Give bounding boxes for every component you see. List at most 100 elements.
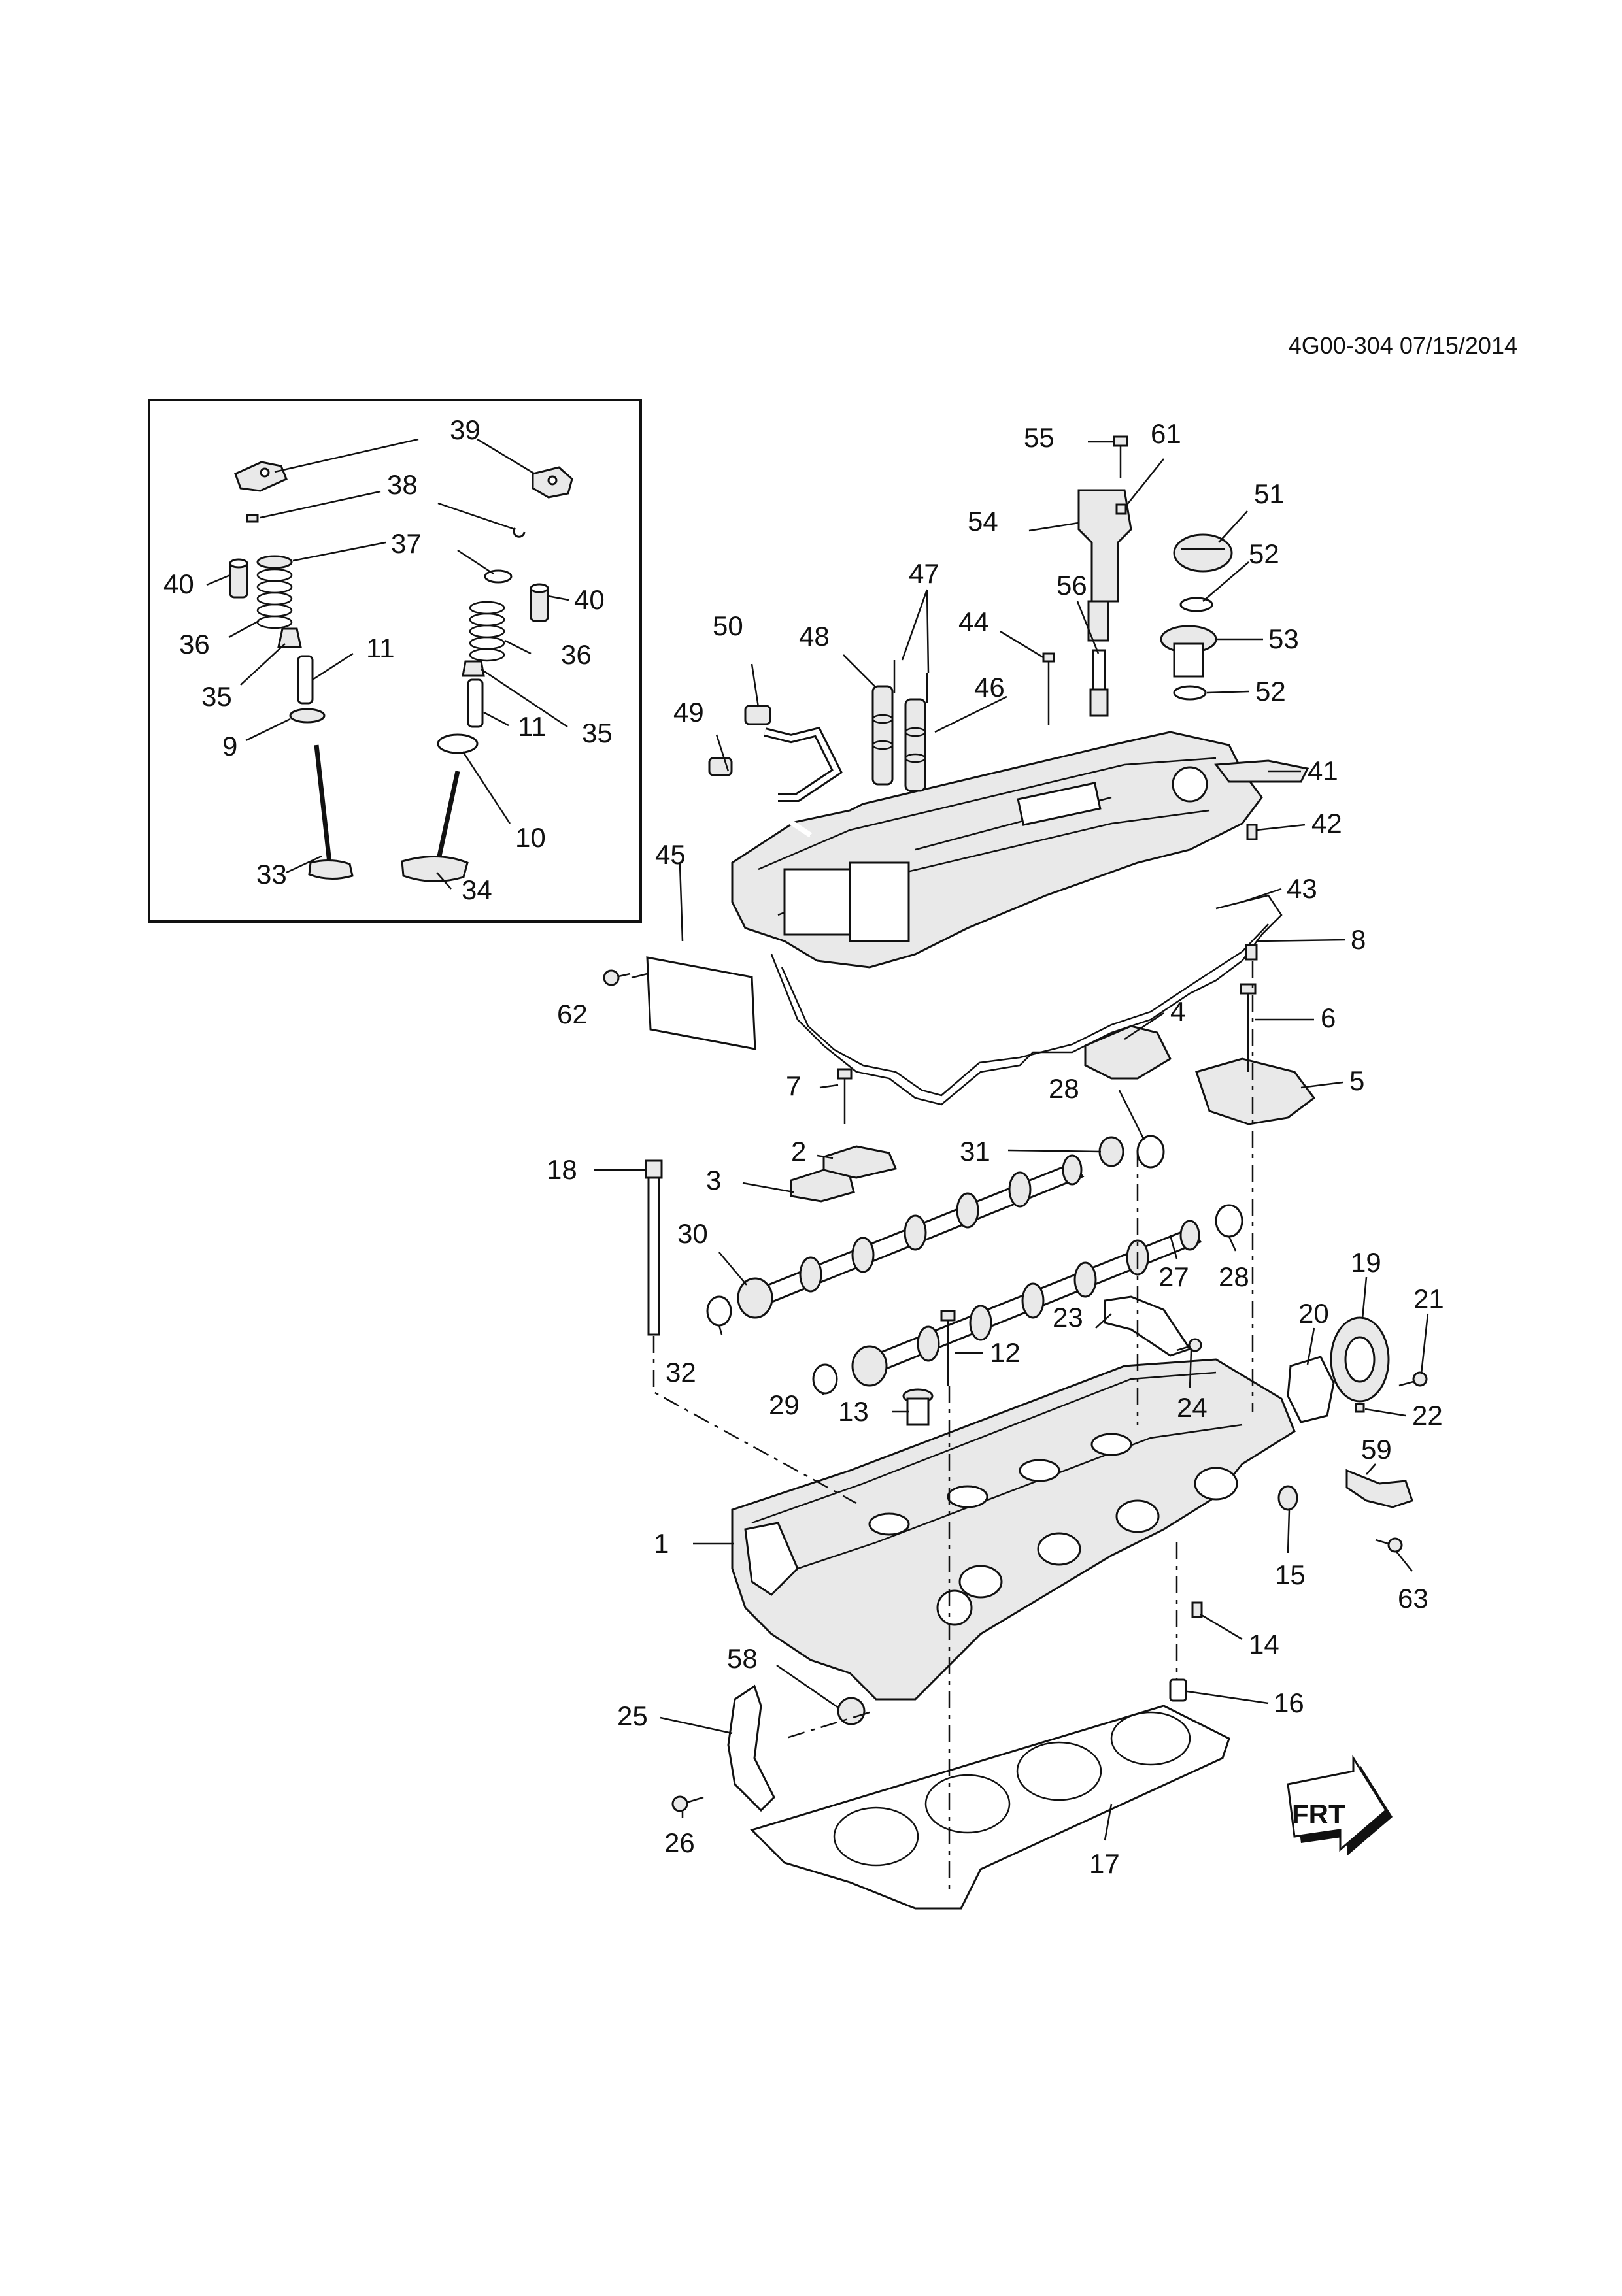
callout-8: 8 [1351,924,1366,955]
callout-46: 46 [974,672,1005,703]
rocker-arm-left [234,461,288,492]
cap-bolt-7 [837,1068,853,1124]
callout-53: 53 [1268,624,1299,654]
cover-baffle-left [783,868,851,936]
callout-39: 39 [450,414,481,445]
callout-43: 43 [1287,873,1317,904]
filler-seal-lower [1173,685,1207,701]
callout-40-right: 40 [574,584,605,615]
callout-21: 21 [1413,1284,1444,1314]
callout-61: 61 [1151,418,1181,449]
valve-seat-insert [437,733,479,754]
callout-52-upper: 52 [1249,539,1279,569]
filler-seal-upper [1179,597,1213,612]
callout-2: 2 [791,1136,806,1167]
sensor-bolt-63 [1375,1537,1403,1553]
valve-keeper-right [513,527,526,538]
callout-1: 1 [654,1528,669,1559]
callout-15: 15 [1275,1559,1306,1590]
plug-15 [1277,1485,1298,1511]
callout-32: 32 [666,1357,696,1388]
callout-6: 6 [1321,1003,1336,1033]
camshaft-cover [731,731,1263,969]
callout-36-left: 36 [179,629,210,659]
lash-adjuster-left [229,558,248,599]
callout-33: 33 [256,859,287,890]
callout-20: 20 [1298,1298,1329,1329]
camshaft-position-sensor [1345,1469,1413,1508]
diagram-id: 4G00-304 07/15/2014 [1288,332,1517,359]
callout-13: 13 [838,1396,869,1427]
ignition-coil [1077,489,1132,642]
dowel-14 [1191,1601,1203,1618]
camshaft-cap-4 [1084,1025,1172,1080]
valvetrain-inset-frame [148,399,642,923]
callout-28-lower: 28 [1219,1261,1249,1292]
camshaft-cover-gasket [770,894,1283,1106]
cover-gasket-20 [1287,1356,1335,1423]
spring-retainer [256,555,293,569]
callout-4: 4 [1170,996,1185,1027]
lash-adjuster-right [530,583,549,622]
callout-24: 24 [1177,1392,1208,1423]
callout-3: 3 [706,1165,721,1195]
callout-41: 41 [1308,756,1338,786]
intake-valve [401,771,469,882]
cover-label-plate [1017,782,1102,826]
bolt-21 [1398,1371,1428,1387]
bracket-25 [727,1684,775,1812]
callout-56: 56 [1056,570,1087,601]
callout-58: 58 [727,1643,758,1674]
front-arrow-label: FRT [1292,1799,1345,1829]
cover-baffle-right [849,861,910,942]
valve-spring-left [256,568,293,629]
spark-plug-tube-13 [902,1388,934,1426]
callout-10: 10 [515,822,546,853]
callout-26: 26 [664,1827,695,1858]
callout-55: 55 [1024,422,1055,453]
valve-stem-seal-left [277,627,302,648]
oil-filler-neck [1160,625,1217,678]
callout-38: 38 [387,469,418,500]
callout-22: 22 [1412,1400,1443,1431]
coil-bolt-55 [1113,435,1128,478]
callout-54: 54 [968,506,998,537]
pcv-hose [708,757,813,838]
callout-11-lower: 11 [518,711,547,742]
callout-48: 48 [799,621,830,652]
callout-28-upper: 28 [1049,1073,1079,1104]
callout-40-left: 40 [163,569,194,599]
oil-control-solenoid-b [904,698,926,792]
callout-44: 44 [958,607,989,637]
sensor-ring-28-lower [1215,1204,1243,1238]
oil-control-solenoid-a [871,685,894,786]
spark-plug [1089,649,1109,717]
cap-bolt-6 [1240,983,1257,1072]
callout-34: 34 [462,874,492,905]
callout-50: 50 [713,610,743,641]
valve-guide-left [297,655,314,705]
callout-37: 37 [391,528,422,559]
callout-14: 14 [1249,1629,1279,1659]
dowel-16 [1169,1678,1187,1702]
bolt-62 [603,969,631,986]
callout-52-lower: 52 [1255,676,1286,707]
spring-retainer-right [484,569,513,584]
callout-59: 59 [1361,1434,1392,1465]
callout-47: 47 [909,558,939,589]
callout-45: 45 [655,839,686,870]
bolt-22 [1355,1403,1365,1413]
valve-stem-seal-right [462,660,485,677]
cylinder-head [731,1358,1296,1701]
camshaft-cap-5 [1195,1057,1316,1125]
callout-42: 42 [1311,808,1342,839]
callout-31: 31 [960,1136,990,1167]
callout-17: 17 [1089,1848,1120,1879]
cylinder-head-gasket [750,1705,1230,1910]
rocker-arm-right [532,466,573,499]
breather-hose [744,705,843,802]
valve-guide-right [467,678,484,728]
callout-62: 62 [557,999,588,1029]
callout-7: 7 [786,1071,801,1101]
